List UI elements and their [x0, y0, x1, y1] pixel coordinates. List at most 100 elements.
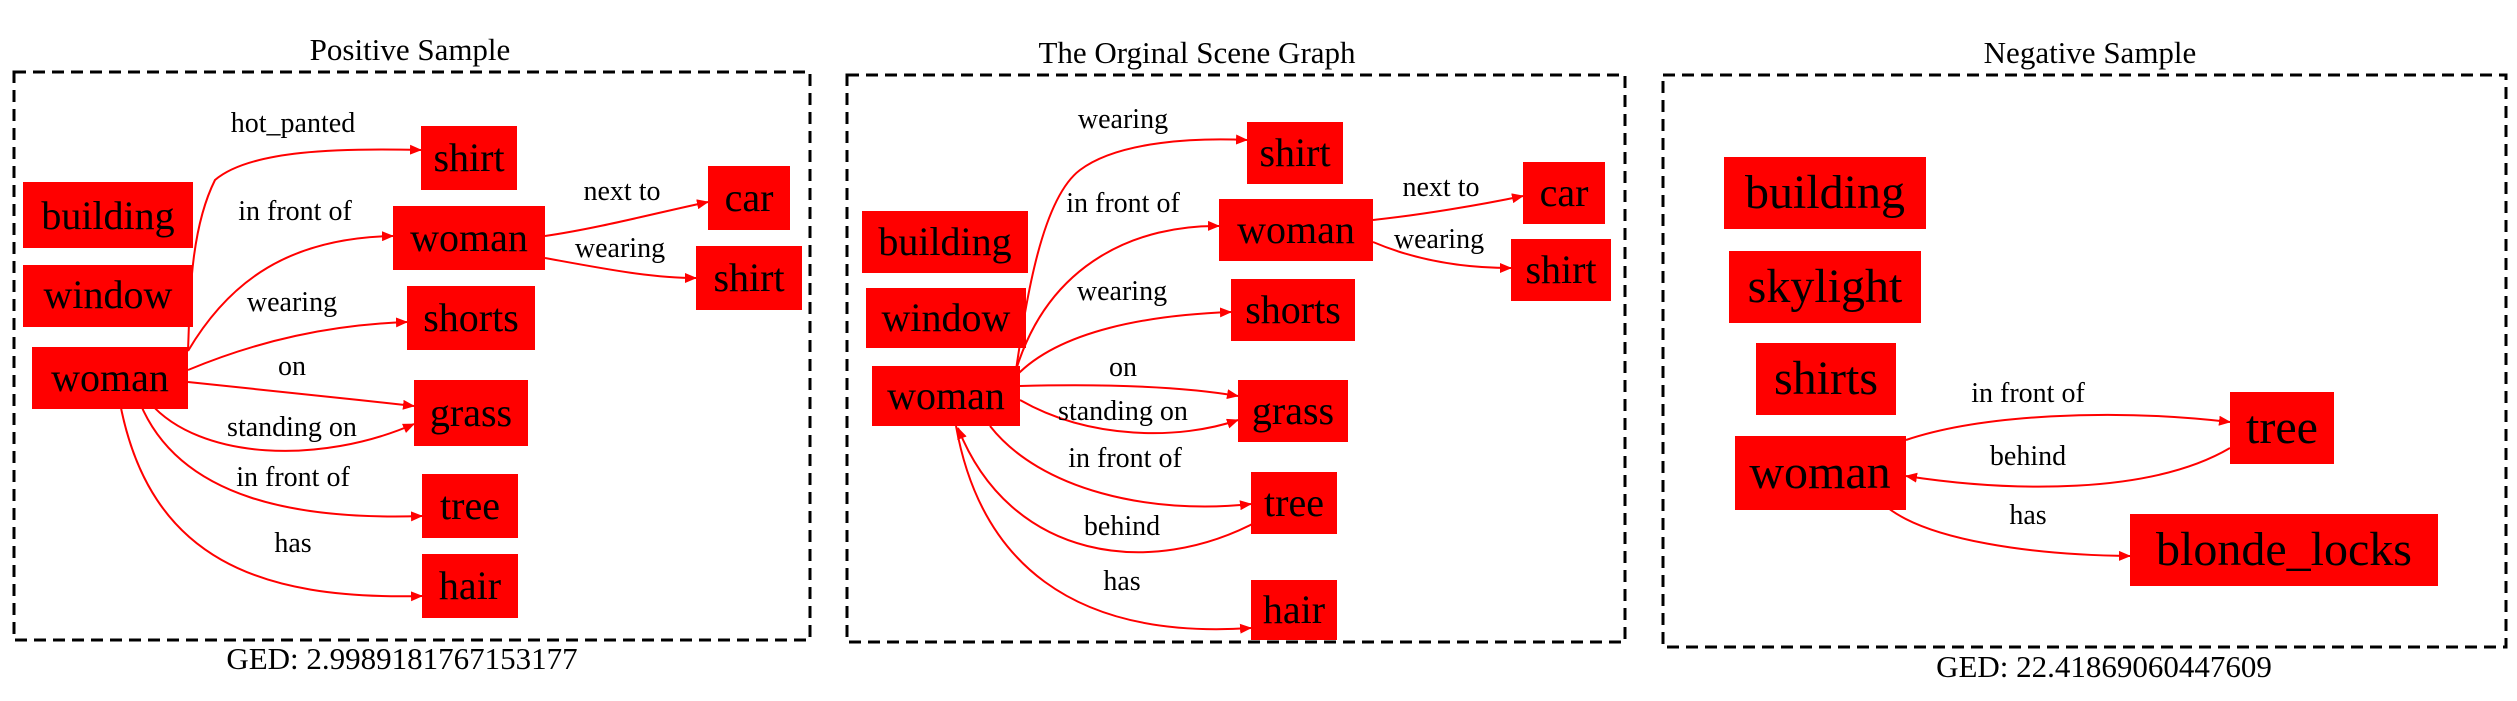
edge-label: in front of [236, 462, 350, 493]
node-label: shirt [713, 255, 784, 300]
node-shorts: shorts [407, 286, 535, 350]
node-label: woman [1237, 207, 1355, 252]
edge-label: on [278, 351, 306, 382]
edge-label: next to [1403, 172, 1480, 203]
node-label: grass [1252, 388, 1334, 433]
edge-label: wearing [1394, 224, 1484, 255]
panel-negative-sample: Negative Sample GED: 22.41869060447609 i… [1661, 35, 2508, 684]
edge-label: in front of [238, 196, 352, 227]
edge-label: in front of [1068, 443, 1182, 474]
edge-wearing-shirt-top: wearing [1015, 104, 1248, 371]
edge-label: wearing [247, 287, 337, 318]
node-woman: woman [393, 206, 545, 270]
edge-label: has [274, 528, 311, 559]
node-label: building [1745, 166, 1905, 219]
node-grass: grass [1238, 380, 1348, 442]
ged-footer: GED: 2.9989181767153177 [226, 641, 577, 676]
edge-next-to: next to [544, 176, 709, 237]
node-tree: tree [1251, 472, 1337, 534]
edge-has: has [955, 425, 1252, 634]
edge-hot-panted: hot_panted [187, 108, 422, 352]
edge-label: behind [1084, 511, 1160, 542]
node-label: woman [51, 355, 169, 400]
node-shirt-2: shirt [1511, 239, 1611, 301]
edge-in-front-of: in front of [187, 196, 394, 352]
edge-standing-on: standing on [149, 402, 415, 452]
node-building: building [1724, 157, 1926, 229]
panel-title: Negative Sample [1984, 35, 2197, 70]
node-car: car [708, 166, 790, 230]
edge-label: wearing [575, 233, 665, 264]
node-label: hair [1263, 587, 1325, 632]
node-woman-main: woman [32, 347, 188, 409]
node-label: shirt [1259, 130, 1330, 175]
node-label: tree [1264, 480, 1324, 525]
edge-label: behind [1990, 441, 2066, 472]
panel-frame [845, 73, 1627, 644]
node-window: window [23, 265, 193, 327]
edge-has: has [119, 402, 423, 602]
node-building: building [23, 182, 193, 248]
node-label: car [1540, 170, 1589, 215]
node-label: shorts [1245, 287, 1341, 332]
edge-wearing-shorts: wearing [187, 287, 408, 371]
node-label: woman [1749, 446, 1890, 499]
node-hair: hair [422, 554, 518, 618]
edge-label: in front of [1066, 188, 1180, 219]
edge-next-to: next to [1372, 172, 1524, 221]
panel-title: Positive Sample [310, 32, 511, 67]
edge-behind: behind [1905, 441, 2231, 488]
node-label: building [41, 193, 174, 238]
edge-label: has [1103, 566, 1140, 597]
node-tree: tree [2230, 392, 2334, 464]
edge-in-front-of-tree: in front of [989, 425, 1252, 511]
node-hair: hair [1251, 580, 1337, 640]
node-label: skylight [1748, 260, 1903, 313]
panel-original-scene-graph: The Orginal Scene Graph wearing in front… [845, 35, 1627, 644]
panel-frame [1661, 73, 2508, 649]
node-label: woman [410, 215, 528, 260]
node-skylight: skylight [1729, 251, 1921, 323]
node-shirt: shirt [421, 126, 517, 190]
node-shirts: shirts [1756, 343, 1896, 415]
node-shorts: shorts [1231, 279, 1355, 341]
node-label: car [725, 175, 774, 220]
node-label: woman [887, 373, 1005, 418]
node-label: tree [440, 483, 500, 528]
edge-behind: behind [957, 427, 1261, 554]
node-woman: woman [1735, 436, 1906, 510]
node-label: tree [2246, 401, 2318, 454]
edge-label: hot_panted [231, 108, 355, 139]
edge-wearing-shorts: wearing [1015, 276, 1232, 377]
edge-in-front-of: in front of [1015, 188, 1220, 371]
edge-label: next to [584, 176, 661, 207]
node-woman-main: woman [872, 366, 1020, 426]
node-label: window [44, 272, 173, 317]
ged-footer: GED: 22.41869060447609 [1936, 649, 2272, 684]
edge-wearing-shirt-2: wearing [1372, 224, 1512, 273]
node-label: building [878, 219, 1011, 264]
node-shirt-2: shirt [696, 246, 802, 310]
edge-standing-on: standing on [1019, 396, 1239, 435]
panel-positive-sample: Positive Sample GED: 2.9989181767153177 … [12, 32, 812, 676]
node-label: shirt [1525, 247, 1596, 292]
node-blonde-locks: blonde_locks [2130, 514, 2438, 586]
edge-on: on [187, 351, 415, 410]
panel-title: The Orginal Scene Graph [1038, 35, 1356, 70]
node-label: window [882, 295, 1011, 340]
node-label: blonde_locks [2156, 523, 2412, 576]
edge-label: wearing [1077, 276, 1167, 307]
edge-in-front-of: in front of [1905, 378, 2231, 441]
edge-label: has [2009, 500, 2046, 531]
panel-frame [12, 70, 812, 642]
node-car: car [1523, 162, 1605, 224]
edge-label: on [1109, 352, 1137, 383]
node-woman: woman [1219, 199, 1373, 261]
node-grass: grass [414, 380, 528, 446]
node-label: shorts [423, 295, 519, 340]
edge-label: standing on [1058, 396, 1188, 427]
edge-label: in front of [1971, 378, 2085, 409]
edge-label: standing on [227, 412, 357, 443]
node-label: grass [430, 390, 512, 435]
node-label: hair [439, 563, 501, 608]
